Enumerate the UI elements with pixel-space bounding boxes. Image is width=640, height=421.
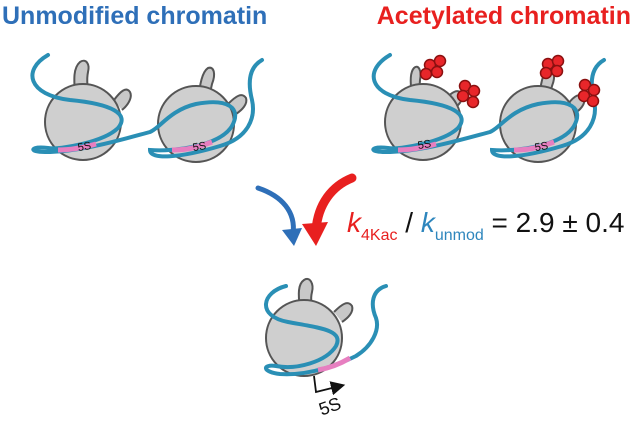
5s-label: 5S [534, 140, 549, 154]
red-arrow-head [302, 222, 328, 246]
histone-tail [113, 88, 132, 111]
dna-strand [30, 53, 264, 159]
subscript-unmod: unmod [434, 227, 484, 244]
k-unmod: k [420, 207, 435, 238]
5s-label: 5S [417, 138, 432, 152]
acetyl-cluster [419, 54, 447, 81]
dna-strand [264, 284, 388, 377]
5s-start-label: 5S [316, 393, 344, 419]
acetyl-cluster [577, 78, 601, 108]
5s-label: 5S [192, 140, 207, 154]
slash: / [397, 207, 421, 238]
unmodified-dinucleosome [30, 53, 264, 163]
acetylated-dinucleosome [371, 53, 606, 163]
histone-tail [333, 302, 354, 323]
5s-segment [317, 355, 352, 373]
5s-segment [171, 139, 213, 153]
dna-strand [371, 53, 606, 159]
5s-segment [513, 139, 555, 153]
acetyl-cluster [456, 79, 481, 109]
transcribed-nucleosome [264, 278, 388, 377]
5s-segment [57, 141, 97, 153]
unmodified-chromatin-heading: Unmodified chromatin [2, 2, 268, 30]
5s-segment [397, 141, 437, 153]
acetylated-chromatin-heading: Acetylated chromatin [376, 2, 631, 30]
start-site-arrow [313, 375, 346, 396]
5s-label: 5S [77, 140, 92, 154]
subscript-4kac: 4Kac [361, 227, 398, 244]
acetyl-cluster [539, 54, 565, 80]
rate-ratio-equation: k4Kac / kunmod = 2.9 ± 0.4 [347, 206, 624, 253]
k-4kac: k [347, 207, 361, 238]
blue-arrow-head [282, 228, 302, 246]
ratio-value: = 2.9 ± 0.4 [483, 207, 625, 238]
blue-arrow-shaft [255, 185, 296, 237]
